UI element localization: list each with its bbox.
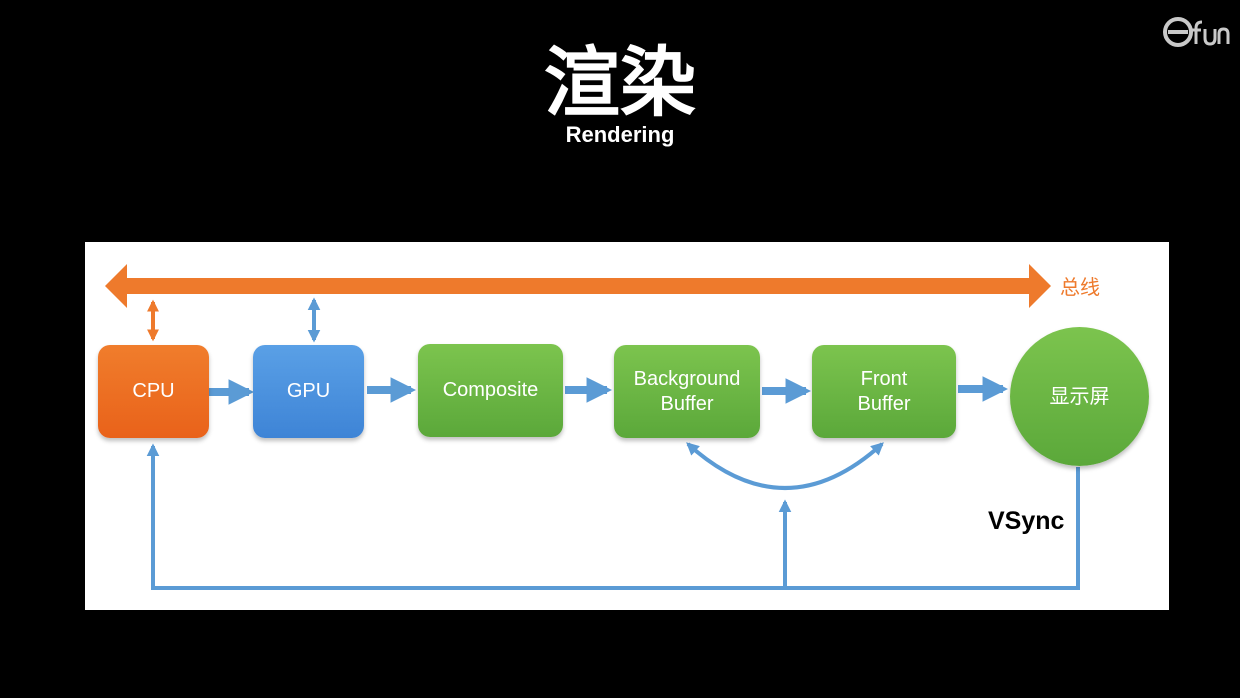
buffer-swap-arrow (686, 442, 884, 490)
gpu-label: GPU (286, 380, 331, 402)
display-node: 显示屏 (1010, 327, 1149, 466)
composite-label: Composite (442, 379, 539, 401)
composite-node: Composite (418, 344, 563, 437)
cpu-node: CPU (98, 345, 209, 438)
front-buffer-label: Front Buffer (857, 367, 911, 415)
rendering-diagram: 总线 CPU GPU Composite Background Buffer F… (85, 242, 1169, 610)
slide-subtitle: Rendering (565, 122, 675, 147)
slide-title: 渲染 (544, 38, 696, 127)
vsync-label: VSync (988, 507, 1065, 535)
efun-logo: efun (1163, 17, 1230, 47)
background-buffer-label: Background Buffer (633, 367, 741, 415)
vsync-line (146, 443, 1080, 590)
bus-arrow (105, 264, 1051, 308)
background-buffer-node: Background Buffer (614, 345, 760, 438)
bus-label: 总线 (1060, 275, 1100, 299)
gpu-node: GPU (253, 345, 364, 438)
front-buffer-node: Front Buffer (812, 345, 956, 438)
cpu-label: CPU (132, 380, 175, 402)
diagram-arrows (105, 264, 1080, 590)
display-label: 显示屏 (1049, 384, 1110, 408)
